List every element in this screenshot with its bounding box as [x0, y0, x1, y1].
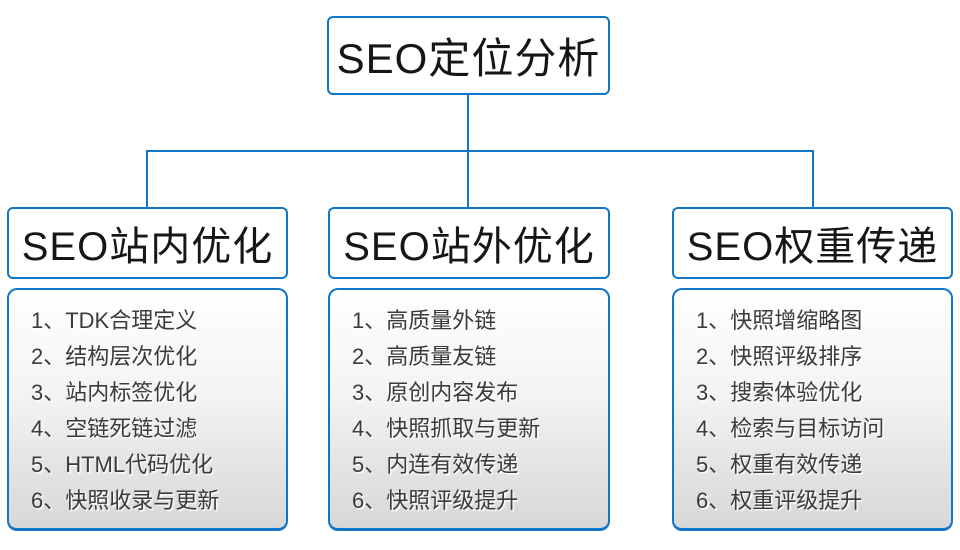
connector-left-vertical — [146, 150, 148, 207]
branch-onsite-optimization: SEO站内优化 1、TDK合理定义 2、结构层次优化 3、站内标签优化 4、空链… — [7, 207, 288, 531]
branch-list-weight: 1、快照增缩略图 2、快照评级排序 3、搜索体验优化 4、检索与目标访问 5、权… — [672, 288, 953, 531]
list-item: 6、快照评级提升 — [352, 488, 519, 513]
list-item: 3、站内标签优化 — [31, 380, 198, 405]
branch-title-offsite: SEO站外优化 — [328, 207, 610, 279]
list-item: 1、快照增缩略图 — [696, 308, 863, 333]
connector-horizontal — [146, 150, 814, 152]
list-item: 1、高质量外链 — [352, 308, 497, 333]
list-item: 3、搜索体验优化 — [696, 380, 863, 405]
list-item: 4、快照抓取与更新 — [352, 416, 541, 441]
list-item: 6、权重评级提升 — [696, 488, 863, 513]
list-item: 5、权重有效传递 — [696, 452, 863, 477]
list-item: 5、HTML代码优化 — [31, 452, 214, 477]
list-item: 3、原创内容发布 — [352, 380, 519, 405]
connector-right-vertical — [812, 150, 814, 207]
branch-offsite-optimization: SEO站外优化 1、高质量外链 2、高质量友链 3、原创内容发布 4、快照抓取与… — [328, 207, 610, 531]
branch-list-offsite: 1、高质量外链 2、高质量友链 3、原创内容发布 4、快照抓取与更新 5、内连有… — [328, 288, 610, 531]
branch-list-onsite: 1、TDK合理定义 2、结构层次优化 3、站内标签优化 4、空链死链过滤 5、H… — [7, 288, 288, 531]
list-item: 5、内连有效传递 — [352, 452, 519, 477]
list-item: 2、高质量友链 — [352, 344, 497, 369]
list-item: 2、结构层次优化 — [31, 344, 198, 369]
list-item: 1、TDK合理定义 — [31, 308, 198, 333]
branch-title-weight: SEO权重传递 — [672, 207, 953, 279]
root-node-seo-positioning-analysis: SEO定位分析 — [327, 16, 610, 95]
list-item: 2、快照评级排序 — [696, 344, 863, 369]
list-item: 4、空链死链过滤 — [31, 416, 198, 441]
list-item: 4、检索与目标访问 — [696, 416, 885, 441]
list-item: 6、快照收录与更新 — [31, 488, 220, 513]
branch-weight-transfer: SEO权重传递 1、快照增缩略图 2、快照评级排序 3、搜索体验优化 4、检索与… — [672, 207, 953, 531]
branch-title-onsite: SEO站内优化 — [7, 207, 288, 279]
